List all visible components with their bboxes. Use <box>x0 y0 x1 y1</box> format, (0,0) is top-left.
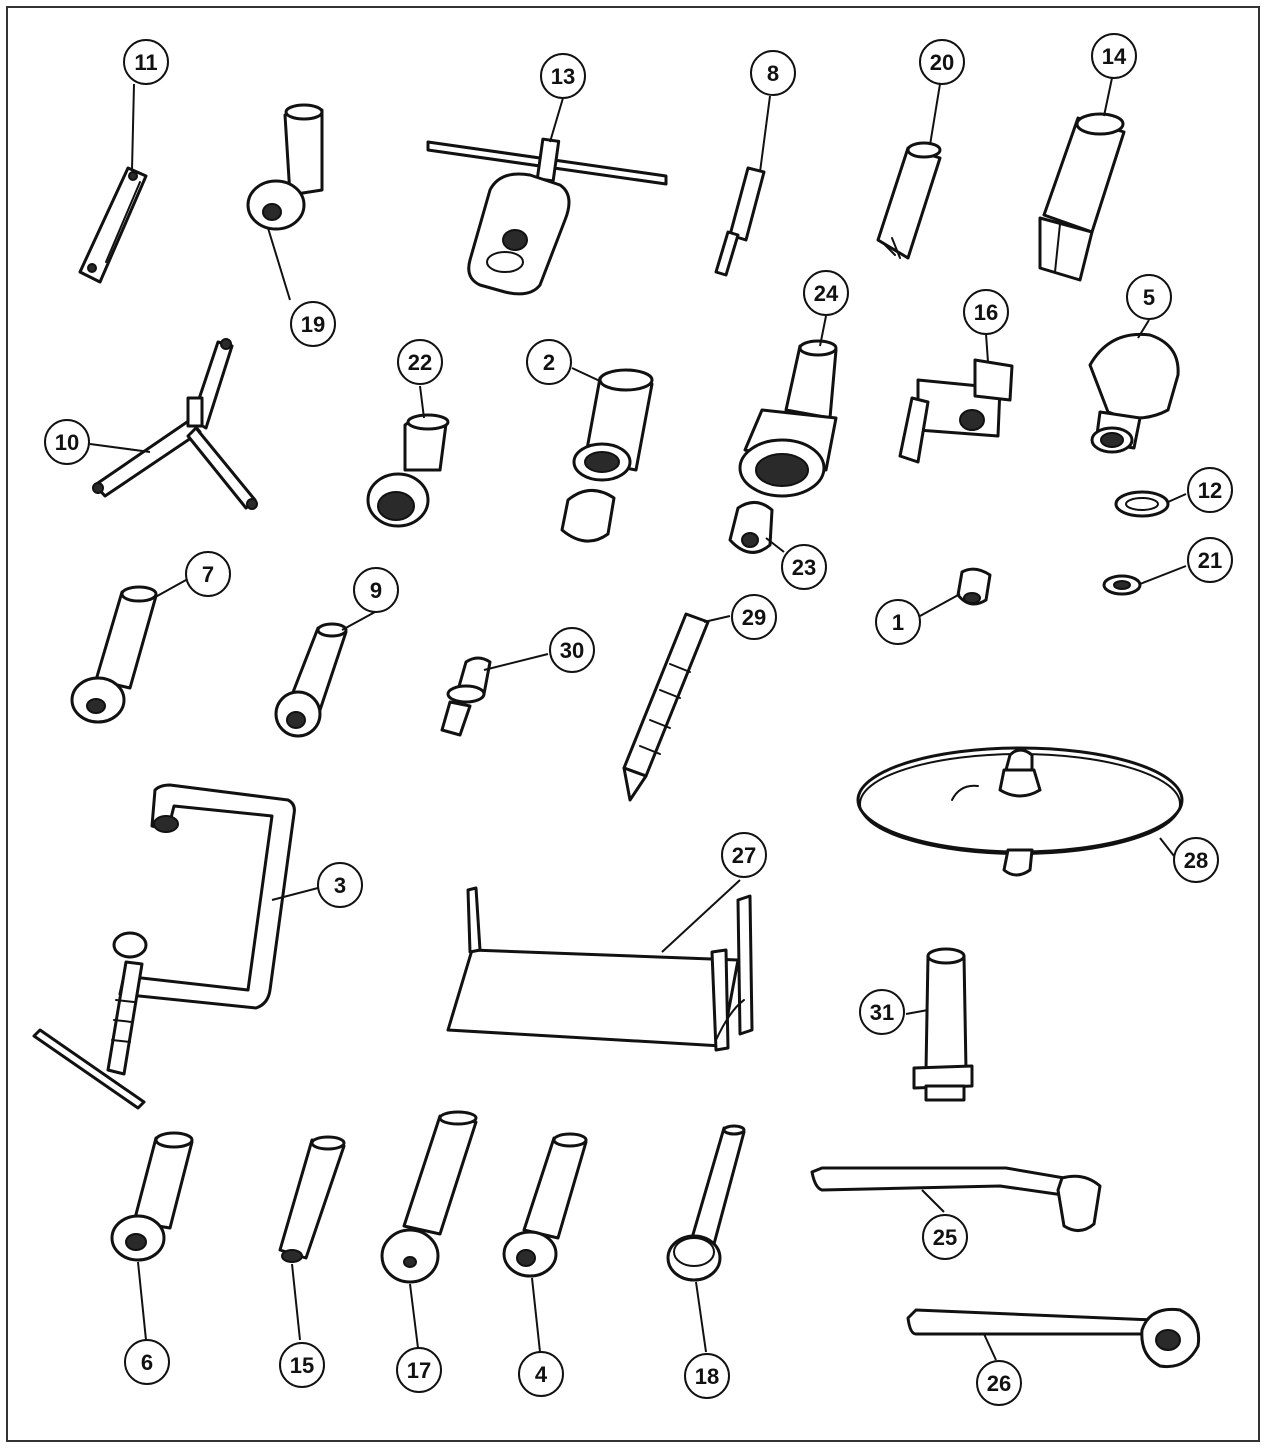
label-25: 25 <box>933 1225 957 1250</box>
callout-3: 3 <box>317 862 363 908</box>
tool-30-drawing <box>440 656 492 737</box>
label-5: 5 <box>1143 285 1155 310</box>
callout-1: 1 <box>875 599 921 645</box>
callout-10: 10 <box>44 419 90 465</box>
tool-31-drawing <box>912 947 974 1102</box>
label-2: 2 <box>543 350 555 375</box>
tool-21-drawing <box>1102 574 1142 596</box>
callout-14: 14 <box>1091 33 1137 79</box>
callout-25: 25 <box>922 1214 968 1260</box>
label-27: 27 <box>732 843 756 868</box>
tool-15-drawing <box>278 1135 346 1263</box>
tool-17-drawing <box>380 1110 478 1284</box>
callout-15: 15 <box>279 1342 325 1388</box>
tool-1-drawing <box>956 567 992 606</box>
tool-10-drawing <box>92 338 258 510</box>
callout-30: 30 <box>549 627 595 673</box>
tool-8-drawing <box>714 166 766 277</box>
callout-27: 27 <box>721 832 767 878</box>
callout-31: 31 <box>859 989 905 1035</box>
label-31: 31 <box>870 1000 894 1025</box>
tool-4-drawing <box>502 1132 588 1278</box>
label-22: 22 <box>408 350 432 375</box>
callout-9: 9 <box>353 567 399 613</box>
callout-24: 24 <box>803 270 849 316</box>
tool-29-drawing <box>622 612 710 802</box>
callout-4: 4 <box>518 1351 564 1397</box>
label-11: 11 <box>134 50 157 75</box>
label-14: 14 <box>1102 44 1127 69</box>
callout-13: 13 <box>540 53 586 99</box>
tool-2-drawing <box>560 368 654 543</box>
label-18: 18 <box>695 1364 719 1389</box>
tool-27-drawing <box>446 886 754 1052</box>
tool-5-drawing <box>1088 332 1180 454</box>
callout-5: 5 <box>1126 274 1172 320</box>
label-3: 3 <box>334 873 346 898</box>
label-28: 28 <box>1184 848 1208 873</box>
callout-17: 17 <box>396 1347 442 1393</box>
callout-20: 20 <box>919 39 965 85</box>
label-13: 13 <box>551 64 575 89</box>
callout-11: 11 <box>123 39 169 85</box>
label-1: 1 <box>892 610 904 635</box>
callout-6: 6 <box>124 1339 170 1385</box>
label-9: 9 <box>370 578 382 603</box>
callout-8: 8 <box>750 50 796 96</box>
label-10: 10 <box>55 430 79 455</box>
label-30: 30 <box>560 638 584 663</box>
tool-14-drawing <box>1038 112 1126 282</box>
callout-29: 29 <box>731 594 777 640</box>
tool-7-drawing <box>70 585 158 724</box>
label-21: 21 <box>1198 548 1222 573</box>
callout-23: 23 <box>781 544 827 590</box>
tool-16-drawing <box>898 358 1014 464</box>
callout-21: 21 <box>1187 537 1233 583</box>
tool-28-drawing <box>856 746 1184 877</box>
label-8: 8 <box>767 61 779 86</box>
tool-6-drawing <box>110 1131 194 1262</box>
tool-20-drawing <box>876 141 942 260</box>
label-24: 24 <box>814 281 839 306</box>
tool-19-drawing <box>246 103 324 231</box>
label-12: 12 <box>1198 478 1222 503</box>
tool-12-drawing <box>1114 490 1170 518</box>
label-20: 20 <box>930 50 954 75</box>
label-29: 29 <box>742 605 766 630</box>
label-26: 26 <box>987 1371 1011 1396</box>
callout-16: 16 <box>963 289 1009 335</box>
callout-18: 18 <box>684 1353 730 1399</box>
callout-19: 19 <box>290 301 336 347</box>
callout-7: 7 <box>185 551 231 597</box>
callout-28: 28 <box>1173 837 1219 883</box>
label-16: 16 <box>974 300 998 325</box>
callout-2: 2 <box>526 339 572 385</box>
callout-12: 12 <box>1187 467 1233 513</box>
tool-13-drawing <box>426 137 668 296</box>
label-4: 4 <box>535 1362 548 1387</box>
label-7: 7 <box>202 562 214 587</box>
label-19: 19 <box>301 312 325 337</box>
tool-26-drawing <box>906 1307 1201 1369</box>
label-17: 17 <box>407 1358 431 1383</box>
tool-9-drawing <box>274 622 348 738</box>
leader-lines <box>89 77 1187 1361</box>
callout-26: 26 <box>976 1360 1022 1406</box>
tool-25-drawing <box>810 1166 1102 1232</box>
tool-24-drawing <box>738 339 838 498</box>
tool-11-drawing <box>78 166 148 284</box>
label-15: 15 <box>290 1353 314 1378</box>
label-23: 23 <box>792 555 816 580</box>
tool-22-drawing <box>366 413 450 528</box>
tool-18-drawing <box>666 1124 746 1282</box>
tool-3-drawing <box>32 783 296 1110</box>
label-6: 6 <box>141 1350 153 1375</box>
tool-23-drawing <box>728 501 774 554</box>
callout-22: 22 <box>397 339 443 385</box>
